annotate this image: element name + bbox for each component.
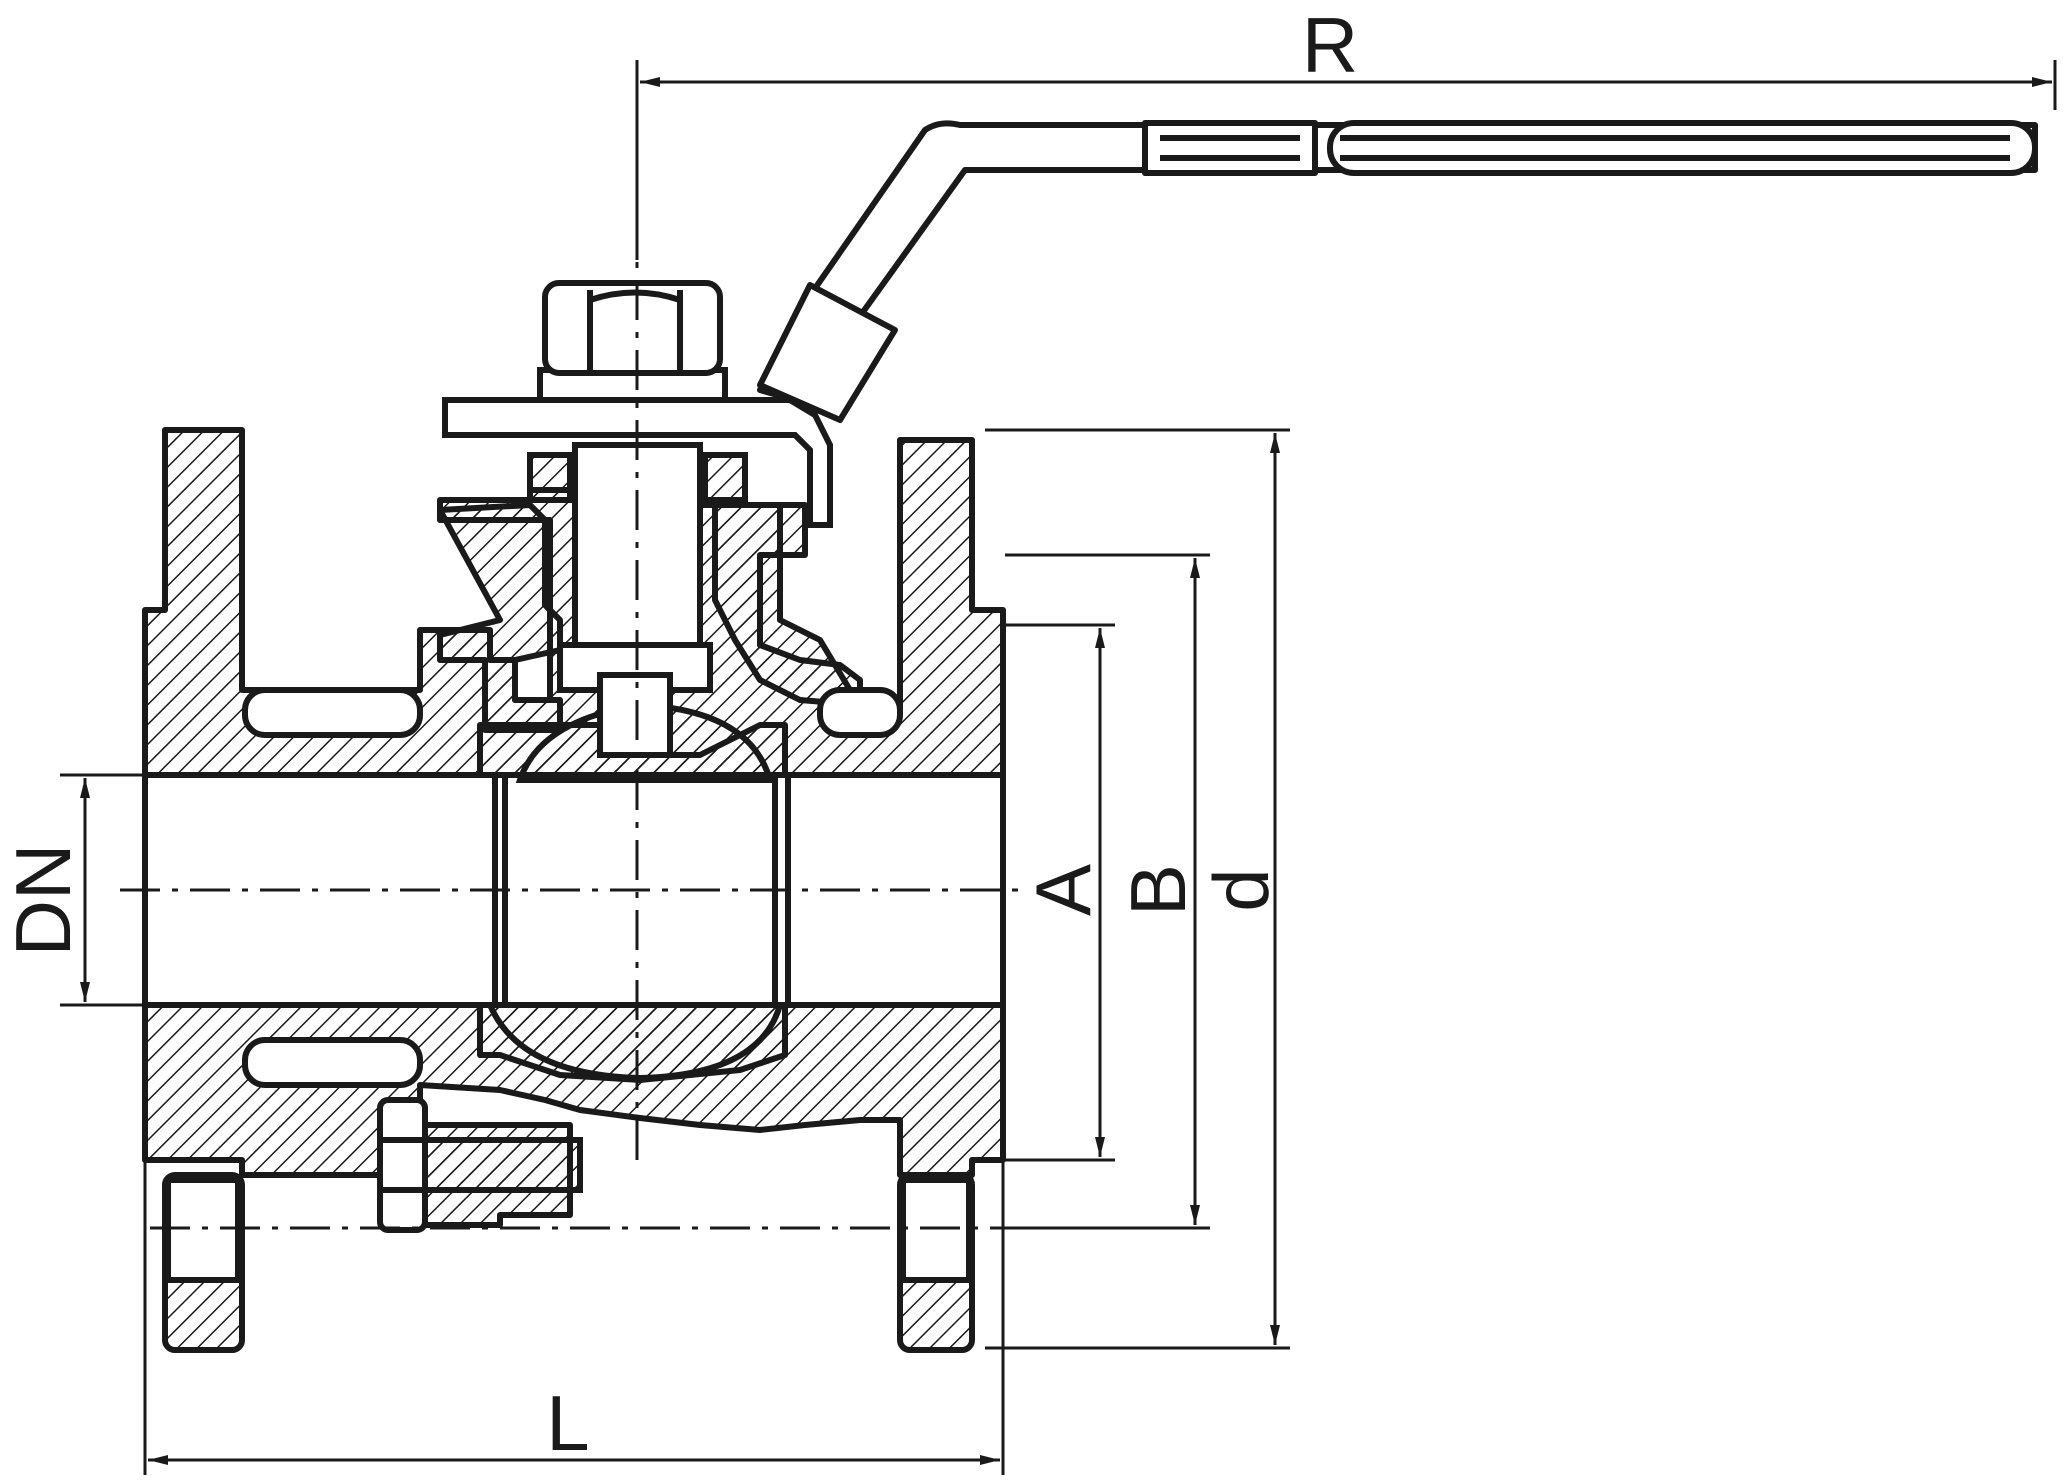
bonnet-left — [437, 502, 563, 733]
lever-sleeve-section — [1142, 120, 1318, 176]
ball-lower-cap — [485, 1002, 784, 1082]
hex-nut — [537, 280, 728, 403]
label-L: L — [546, 1379, 589, 1467]
flange-hole-right — [900, 1177, 972, 1283]
dimensions — [60, 60, 2057, 1475]
bonnet-right — [712, 502, 863, 708]
lever-handle — [757, 120, 2038, 423]
bolt-shank — [422, 1137, 583, 1193]
stem-gland — [527, 452, 573, 503]
flange-cutouts — [165, 687, 972, 1283]
flange-hole-left — [165, 1177, 241, 1283]
bolt-head — [377, 1097, 428, 1233]
stem-collar — [557, 642, 713, 693]
stem-tang — [597, 672, 673, 758]
label-B: B — [1114, 864, 1202, 916]
label-d: d — [1197, 868, 1285, 911]
center-lines — [120, 70, 1030, 1230]
stem-gland-right — [702, 452, 748, 503]
lever-grip-sleeve — [757, 282, 898, 423]
flange-cutout-left-upper — [242, 687, 423, 738]
label-DN: DN — [0, 844, 87, 957]
body-bolt — [377, 1097, 583, 1233]
handle-plate — [442, 397, 833, 528]
label-A: A — [1019, 864, 1107, 916]
lever-sleeve-section-2 — [1327, 120, 2038, 176]
nut-body — [542, 280, 723, 376]
flange-cutout-right-upper — [817, 687, 903, 738]
label-R: R — [1302, 1, 1358, 89]
flange-cutout-left-lower — [242, 1037, 423, 1088]
